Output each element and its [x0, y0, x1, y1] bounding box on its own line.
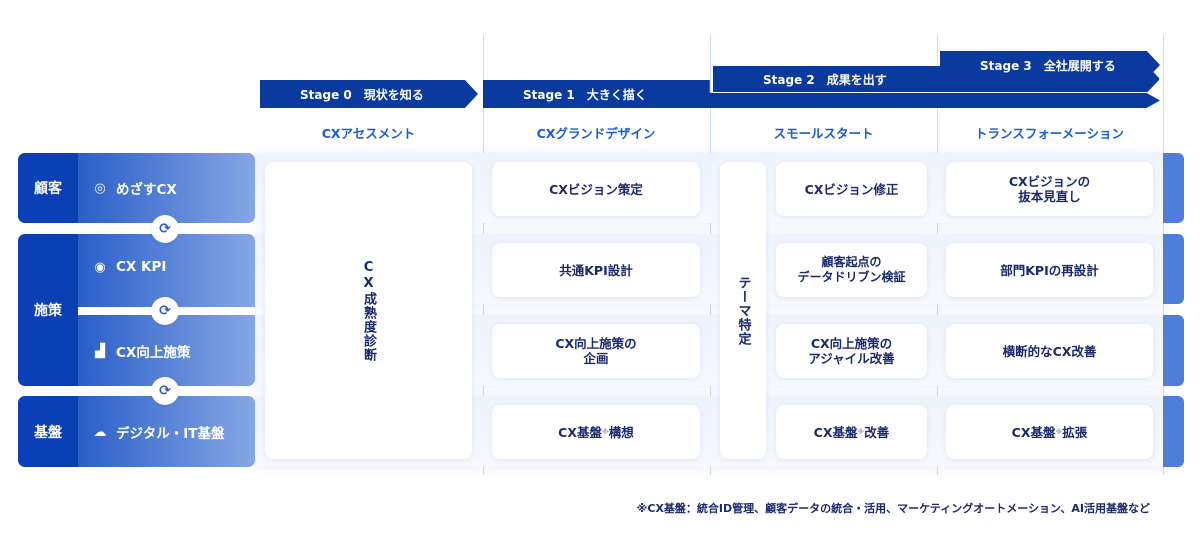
- band-tab: [1163, 396, 1184, 467]
- card-text: CX基盤: [558, 424, 602, 440]
- row-item-label: CX KPI: [116, 259, 167, 275]
- column-header-transformation: トランスフォーメーション: [974, 126, 1124, 141]
- footnote-mark: ※: [1055, 427, 1063, 436]
- stage0-arrow: Stage 0 現状を知る: [260, 80, 478, 108]
- card-text: テーマ特定: [735, 275, 751, 346]
- stage1-label: Stage 1 大きく描く: [523, 87, 647, 102]
- column-header-assessment: CXアセスメント: [321, 126, 416, 141]
- target-icon: ◎: [94, 180, 106, 196]
- row-header-measures: 施策: [34, 303, 62, 319]
- stage2-label: Stage 2 成果を出す: [763, 72, 887, 87]
- card-theme-identification: テーマ特定: [720, 162, 766, 459]
- card-department-kpi: 部門KPIの再設計: [946, 243, 1153, 297]
- card-foundation-expansion: CX基盤※拡張: [946, 405, 1153, 459]
- row-foundation: [18, 396, 255, 467]
- card-data-driven-verification: 顧客起点の データドリブン検証: [776, 243, 927, 297]
- column-header-grand-design: CXグランドデザイン: [536, 126, 656, 141]
- card-text: CX基盤: [813, 424, 858, 440]
- cycle-icon: ⟳: [151, 297, 179, 325]
- stage3-arrow: Stage 3 全社展開する: [940, 51, 1160, 79]
- stage0-label: Stage 0 現状を知る: [300, 87, 424, 102]
- card-common-kpi: 共通KPI設計: [492, 243, 700, 297]
- column-header-small-start: スモールスタート: [773, 126, 874, 141]
- card-vision-overhaul: CXビジョンの 抜本見直し: [946, 162, 1153, 216]
- card-vision-formulation: CXビジョン策定: [492, 162, 700, 216]
- row-header-customer: 顧客: [34, 181, 62, 197]
- card-measures-planning: CX向上施策の 企画: [492, 324, 700, 378]
- row-item-label: CX向上施策: [116, 345, 191, 361]
- row-header-foundation: 基盤: [34, 424, 62, 441]
- card-foundation-improvement: CX基盤※改善: [776, 405, 927, 459]
- card-text: 構想: [608, 424, 634, 440]
- card-text: CX基盤: [1011, 424, 1056, 440]
- row-customer: [18, 153, 255, 223]
- band-tab: [1163, 153, 1184, 223]
- stage3-label: Stage 3 全社展開する: [980, 58, 1116, 73]
- band-tab: [1163, 234, 1184, 304]
- card-agile-improvement: CX向上施策の アジャイル改善: [776, 324, 927, 378]
- card-text: CX成熟度診断: [361, 259, 376, 362]
- band-tab: [1163, 315, 1184, 386]
- card-text: 拡張: [1062, 424, 1088, 440]
- footnote-mark: ※: [601, 427, 609, 436]
- footnote-mark: ※: [857, 427, 865, 436]
- row-item-cx-measures: ▟ CX向上施策: [92, 341, 191, 362]
- row-item-cx-kpi: ◉ CX KPI: [92, 259, 166, 275]
- card-maturity-diagnosis: CX成熟度診断: [265, 162, 472, 459]
- card-foundation-concept: CX基盤※構想: [492, 405, 700, 459]
- row-item-label: デジタル・IT基盤: [116, 426, 225, 442]
- card-vision-revision: CXビジョン修正: [776, 162, 927, 216]
- row-item-target-cx: ◎ めざすCX: [92, 178, 177, 199]
- cycle-icon: ⟳: [151, 215, 179, 243]
- row-item-digital-it: ☁ デジタル・IT基盤: [92, 422, 225, 443]
- row-item-label: めざすCX: [116, 182, 177, 198]
- bar-chart-icon: ▟: [95, 343, 105, 359]
- gauge-icon: ◉: [94, 259, 106, 275]
- cloud-icon: ☁: [93, 424, 107, 440]
- footnote: ※CX基盤：統合ID管理、顧客データの統合・活用、マーケティングオートメーション…: [636, 502, 1150, 515]
- cycle-icon: ⟳: [151, 377, 179, 405]
- card-cross-functional-cx: 横断的なCX改善: [946, 324, 1153, 378]
- card-text: 改善: [864, 424, 890, 440]
